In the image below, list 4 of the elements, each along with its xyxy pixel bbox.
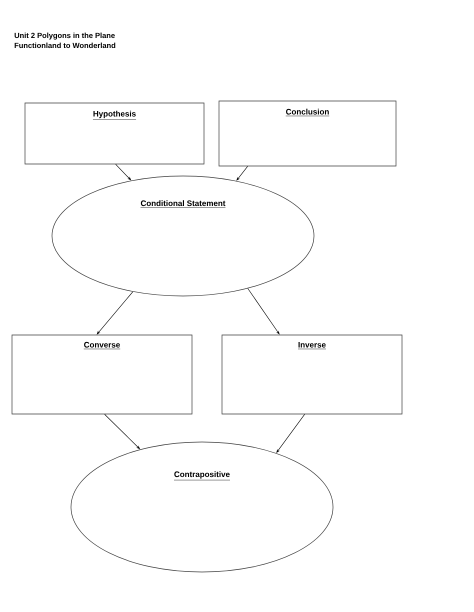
text-box: Hypothesis xyxy=(24,102,204,164)
text-box: Conclusion xyxy=(218,100,396,166)
text-box: Converse xyxy=(12,334,192,414)
text-box: Inverse xyxy=(222,334,402,414)
